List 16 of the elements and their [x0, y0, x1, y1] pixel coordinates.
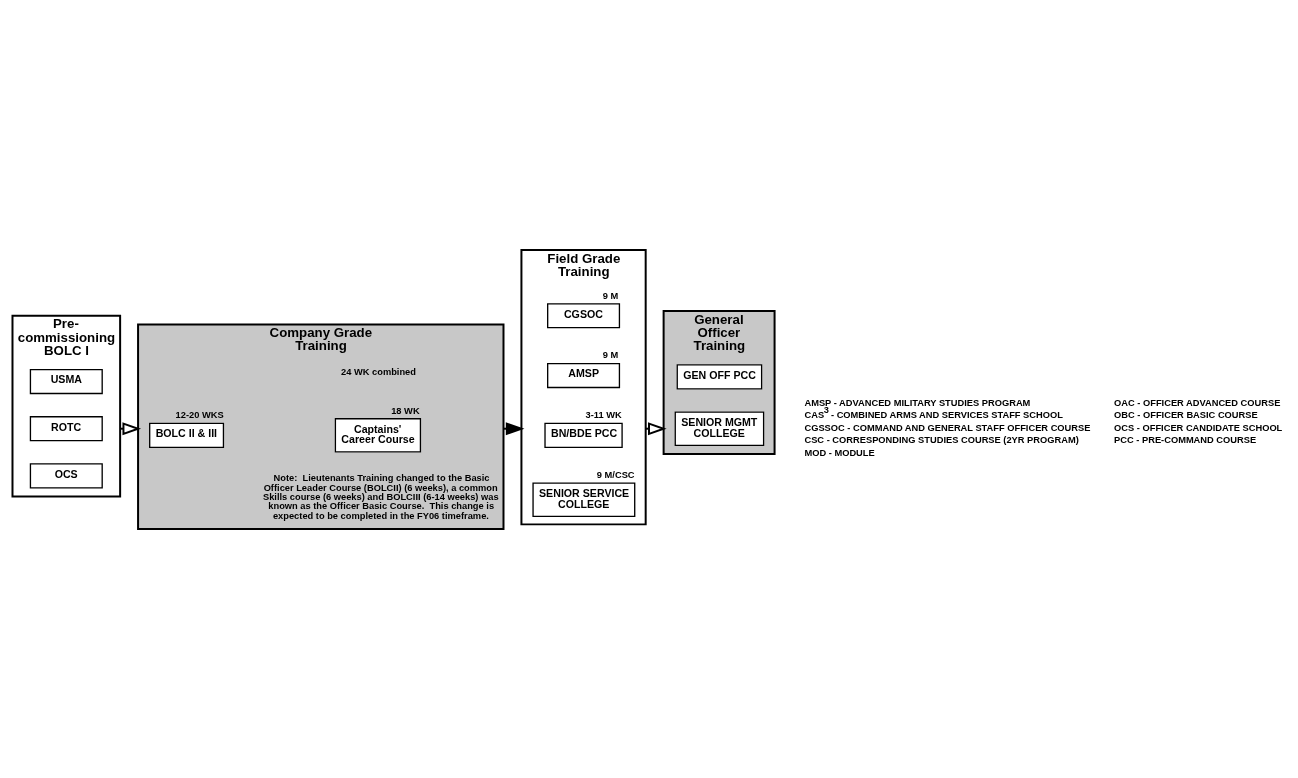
label: OAC - OFFICER ADVANCED COURSE: [1114, 397, 1281, 408]
node-label: 12-20 WKS: [175, 409, 224, 420]
node-label: 9 M: [602, 290, 619, 301]
label: OCS - OFFICER CANDIDATE SCHOOL: [1114, 422, 1283, 433]
label: PCC - PRE-COMMAND COURSE: [1114, 434, 1257, 445]
node-label: 9 M: [602, 349, 619, 360]
label: CSC - CORRESPONDING STUDIES COURSE (2YR PROGRAM): [804, 434, 1079, 445]
label: CGSSOC - COMMAND AND GENERAL STAFF OFFICER COURSE: [804, 422, 1091, 433]
label: OBC - OFFICER BASIC COURSE: [1114, 409, 1258, 420]
node-label: 9 M/CSC: [596, 469, 635, 480]
label: Note: Lieutenants Training changed to the Basic Officer Leader Course (BOLCII) (6 weeks), a common Skills course (6 weeks) and BOLCIII (6-14 weeks) was known as the Officer Basic Course. This change is expected to be completed in the FY06 timeframe.: [262, 472, 499, 521]
label: 24 WK combined: [341, 366, 416, 377]
node-label: 3-11 WK: [585, 409, 622, 420]
label: MOD - MODULE: [804, 447, 875, 458]
node-label: 18 WK: [391, 405, 420, 416]
label: AMSP - ADVANCED MILITARY STUDIES PROGRAM: [804, 397, 1031, 408]
